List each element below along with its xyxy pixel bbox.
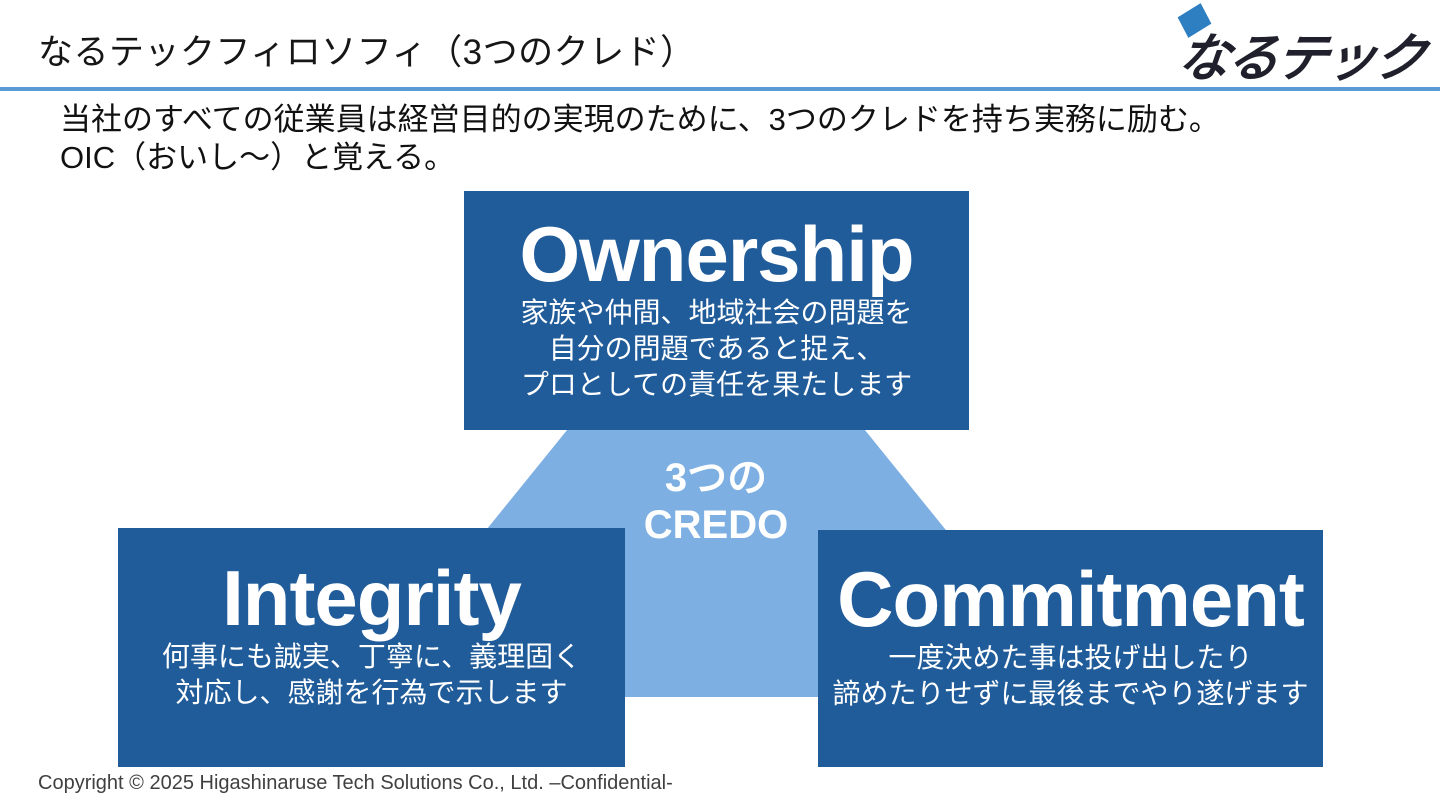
page-title: なるテックフィロソフィ（3つのクレド） bbox=[38, 33, 696, 72]
commitment-desc-line-1: 一度決めた事は投げ出したり bbox=[888, 642, 1253, 674]
commitment-description: 一度決めた事は投げ出したり 諦めたりせずに最後までやり遂げます bbox=[832, 640, 1308, 712]
ownership-desc-line-3: プロとしての責任を果たします bbox=[520, 369, 913, 401]
integrity-description: 何事にも誠実、丁寧に、義理固く 対応し、感謝を行為で示します bbox=[162, 639, 581, 711]
header-divider bbox=[0, 87, 1440, 91]
intro-line-1: 当社のすべての従業員は経営目的の実現のために、3つのクレドを持ち実務に励む。 bbox=[60, 102, 1220, 137]
credo-box-integrity: Integrity 何事にも誠実、丁寧に、義理固く 対応し、感謝を行為で示します bbox=[118, 528, 625, 767]
credo-center-line-2: CREDO bbox=[643, 503, 789, 547]
integrity-desc-line-1: 何事にも誠実、丁寧に、義理固く bbox=[161, 641, 582, 673]
credo-center-label: 3つの CREDO bbox=[644, 455, 788, 549]
commitment-desc-line-2: 諦めたりせずに最後までやり遂げます bbox=[832, 678, 1309, 710]
credo-box-commitment: Commitment 一度決めた事は投げ出したり 諦めたりせずに最後までやり遂げ… bbox=[818, 530, 1323, 767]
credo-center-line-1: 3つの bbox=[664, 456, 768, 500]
footer-copyright: Copyright © 2025 Higashinaruse Tech Solu… bbox=[38, 772, 673, 794]
integrity-desc-line-2: 対応し、感謝を行為で示します bbox=[175, 677, 568, 709]
integrity-title: Integrity bbox=[222, 553, 522, 642]
intro-text: 当社のすべての従業員は経営目的の実現のために、3つのクレドを持ち実務に励む。 O… bbox=[60, 101, 1220, 177]
ownership-description: 家族や仲間、地域社会の問題を 自分の問題であると捉え、 プロとしての責任を果たし… bbox=[520, 295, 912, 403]
ownership-desc-line-2: 自分の問題であると捉え、 bbox=[548, 333, 885, 365]
ownership-title: Ownership bbox=[519, 209, 914, 298]
ownership-desc-line-1: 家族や仲間、地域社会の問題を bbox=[520, 297, 913, 329]
credo-box-ownership: Ownership 家族や仲間、地域社会の問題を 自分の問題であると捉え、 プロ… bbox=[464, 191, 969, 430]
commitment-title: Commitment bbox=[837, 554, 1305, 643]
intro-line-2: OIC（おいし～）と覚える。 bbox=[60, 140, 456, 175]
